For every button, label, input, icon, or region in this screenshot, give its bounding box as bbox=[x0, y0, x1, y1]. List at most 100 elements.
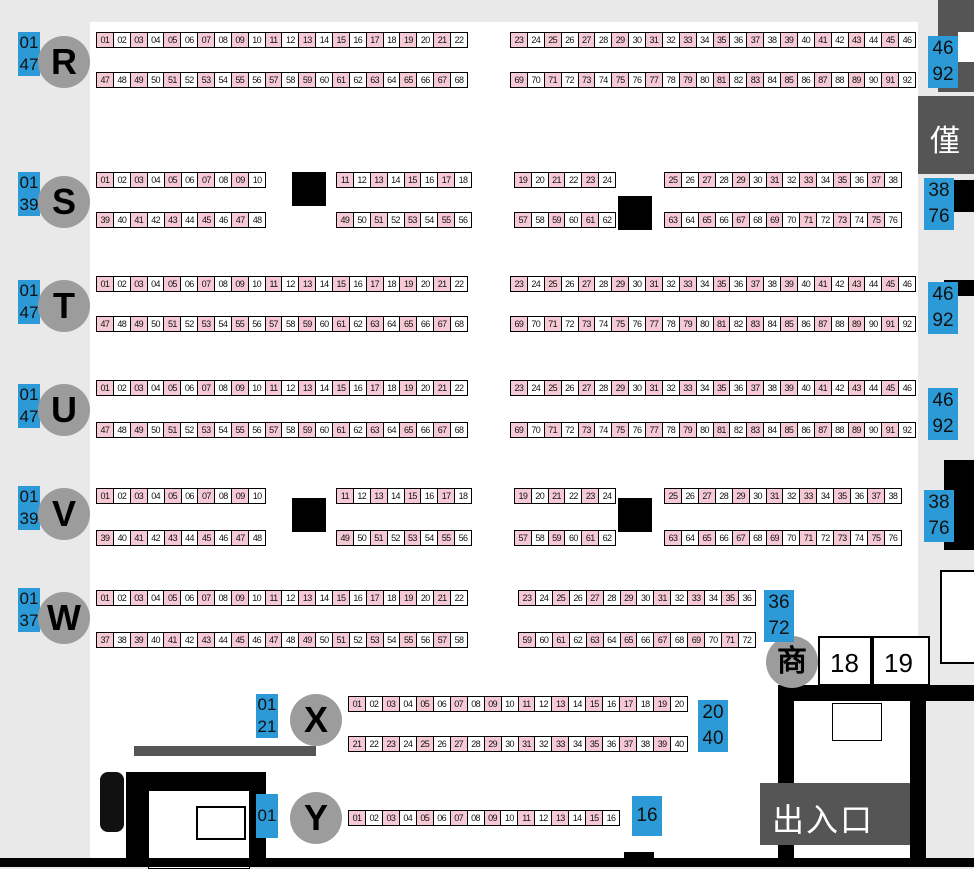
booth-cell[interactable]: 52 bbox=[181, 73, 198, 87]
booth-cell[interactable]: 05 bbox=[164, 277, 181, 291]
booth-cell[interactable]: 48 bbox=[113, 73, 130, 87]
booth-cell[interactable]: 51 bbox=[164, 317, 181, 331]
booth-cell[interactable]: 12 bbox=[282, 277, 299, 291]
booth-cell[interactable]: 83 bbox=[747, 423, 764, 437]
booth-cell[interactable]: 01 bbox=[97, 381, 113, 395]
booth-cell[interactable]: 79 bbox=[679, 423, 696, 437]
booth-cell[interactable]: 01 bbox=[349, 697, 365, 711]
booth-cell[interactable]: 76 bbox=[884, 531, 901, 545]
booth-cell[interactable]: 04 bbox=[147, 489, 164, 503]
booth-cell[interactable]: 23 bbox=[382, 737, 399, 751]
booth-cell[interactable]: 26 bbox=[561, 33, 578, 47]
booth-cell[interactable]: 17 bbox=[366, 33, 383, 47]
commerce-box-19[interactable]: 19 bbox=[872, 636, 930, 686]
booth-cell[interactable]: 79 bbox=[679, 73, 696, 87]
booth-cell[interactable]: 44 bbox=[865, 277, 882, 291]
booth-cell[interactable]: 06 bbox=[181, 591, 198, 605]
booth-cell[interactable]: 04 bbox=[147, 33, 164, 47]
booth-cell[interactable]: 32 bbox=[662, 33, 679, 47]
booth-cell[interactable]: 05 bbox=[164, 381, 181, 395]
booth-cell[interactable]: 67 bbox=[732, 213, 749, 227]
booth-cell[interactable]: 53 bbox=[404, 531, 421, 545]
booth-cell[interactable]: 17 bbox=[366, 591, 383, 605]
booth-cell[interactable]: 42 bbox=[831, 33, 848, 47]
booth-cell[interactable]: 45 bbox=[882, 381, 899, 395]
booth-cell[interactable]: 06 bbox=[181, 381, 198, 395]
booth-cell[interactable]: 68 bbox=[749, 531, 766, 545]
booth-cell[interactable]: 25 bbox=[665, 489, 681, 503]
booth-cell[interactable]: 78 bbox=[662, 73, 679, 87]
booth-cell[interactable]: 52 bbox=[181, 317, 198, 331]
booth-cell[interactable]: 59 bbox=[299, 317, 316, 331]
booth-cell[interactable]: 51 bbox=[370, 213, 387, 227]
booth-cell[interactable]: 14 bbox=[316, 591, 333, 605]
booth-cell[interactable]: 09 bbox=[484, 811, 501, 825]
booth-cell[interactable]: 40 bbox=[797, 33, 814, 47]
booth-cell[interactable]: 71 bbox=[722, 633, 738, 647]
booth-cell[interactable]: 27 bbox=[698, 173, 715, 187]
booth-cell[interactable]: 59 bbox=[299, 73, 316, 87]
booth-cell[interactable]: 62 bbox=[569, 633, 586, 647]
booth-cell[interactable]: 10 bbox=[248, 33, 265, 47]
booth-cell[interactable]: 02 bbox=[365, 697, 382, 711]
booth-cell[interactable]: 77 bbox=[646, 423, 662, 437]
booth-cell[interactable]: 10 bbox=[248, 277, 265, 291]
booth-cell[interactable]: 49 bbox=[337, 531, 353, 545]
booth-cell[interactable]: 77 bbox=[646, 73, 662, 87]
booth-cell[interactable]: 15 bbox=[333, 33, 349, 47]
booth-cell[interactable]: 12 bbox=[535, 697, 552, 711]
booth-cell[interactable]: 07 bbox=[198, 277, 215, 291]
booth-cell[interactable]: 03 bbox=[130, 277, 147, 291]
booth-cell[interactable]: 06 bbox=[433, 697, 450, 711]
booth-cell[interactable]: 50 bbox=[353, 531, 370, 545]
booth-cell[interactable]: 05 bbox=[164, 591, 181, 605]
booth-cell[interactable]: 73 bbox=[578, 73, 595, 87]
booth-cell[interactable]: 84 bbox=[764, 73, 780, 87]
booth-cell[interactable]: 64 bbox=[681, 531, 698, 545]
booth-cell[interactable]: 50 bbox=[353, 213, 370, 227]
booth-cell[interactable]: 81 bbox=[713, 317, 730, 331]
booth-cell[interactable]: 04 bbox=[399, 697, 416, 711]
booth-cell[interactable]: 91 bbox=[882, 423, 899, 437]
booth-cell[interactable]: 81 bbox=[713, 73, 730, 87]
booth-cell[interactable]: 72 bbox=[817, 531, 834, 545]
booth-cell[interactable]: 55 bbox=[400, 633, 417, 647]
booth-cell[interactable]: 15 bbox=[404, 489, 421, 503]
booth-cell[interactable]: 26 bbox=[569, 591, 586, 605]
booth-cell[interactable]: 37 bbox=[97, 633, 113, 647]
booth-cell[interactable]: 44 bbox=[181, 213, 198, 227]
booth-cell[interactable]: 03 bbox=[130, 381, 147, 395]
booth-cell[interactable]: 20 bbox=[671, 697, 688, 711]
booth-cell[interactable]: 83 bbox=[747, 73, 764, 87]
booth-cell[interactable]: 29 bbox=[612, 381, 629, 395]
booth-cell[interactable]: 14 bbox=[387, 489, 404, 503]
booth-cell[interactable]: 38 bbox=[764, 277, 780, 291]
booth-cell[interactable]: 22 bbox=[451, 33, 467, 47]
booth-cell[interactable]: 25 bbox=[544, 33, 561, 47]
booth-cell[interactable]: 41 bbox=[814, 381, 831, 395]
booth-cell[interactable]: 85 bbox=[781, 423, 797, 437]
booth-cell[interactable]: 36 bbox=[730, 277, 747, 291]
booth-cell[interactable]: 27 bbox=[578, 277, 595, 291]
booth-cell[interactable]: 92 bbox=[899, 423, 915, 437]
booth-cell[interactable]: 72 bbox=[817, 213, 834, 227]
booth-cell[interactable]: 68 bbox=[749, 213, 766, 227]
booth-cell[interactable]: 46 bbox=[248, 633, 265, 647]
booth-cell[interactable]: 46 bbox=[899, 381, 915, 395]
booth-cell[interactable]: 92 bbox=[899, 317, 915, 331]
booth-cell[interactable]: 40 bbox=[797, 277, 814, 291]
booth-cell[interactable]: 36 bbox=[738, 591, 755, 605]
booth-cell[interactable]: 35 bbox=[834, 489, 851, 503]
booth-cell[interactable]: 08 bbox=[215, 381, 231, 395]
booth-cell[interactable]: 58 bbox=[451, 633, 467, 647]
booth-cell[interactable]: 13 bbox=[299, 381, 316, 395]
booth-cell[interactable]: 73 bbox=[578, 423, 595, 437]
booth-cell[interactable]: 13 bbox=[552, 697, 569, 711]
booth-cell[interactable]: 13 bbox=[552, 811, 569, 825]
booth-cell[interactable]: 34 bbox=[569, 737, 586, 751]
booth-cell[interactable]: 19 bbox=[400, 33, 417, 47]
booth-cell[interactable]: 48 bbox=[249, 531, 266, 545]
booth-cell[interactable]: 67 bbox=[434, 317, 451, 331]
booth-cell[interactable]: 24 bbox=[399, 737, 416, 751]
booth-cell[interactable]: 25 bbox=[544, 381, 561, 395]
